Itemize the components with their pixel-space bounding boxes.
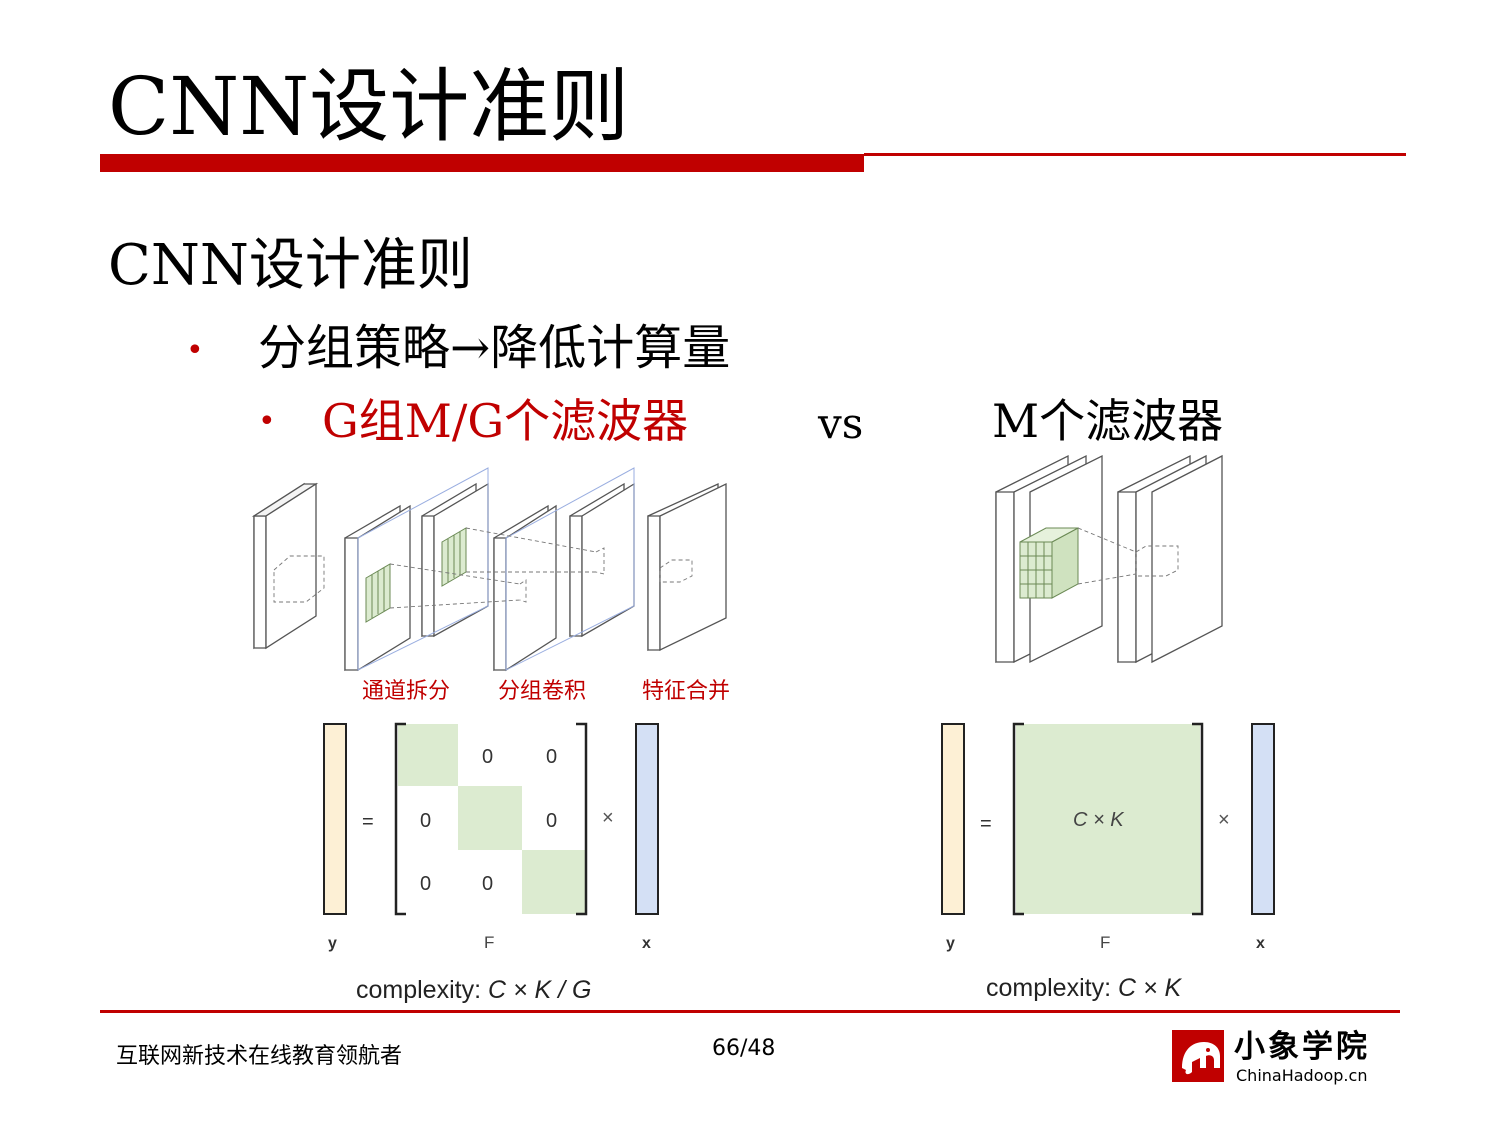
m-filters-label: M个滤波器: [992, 394, 1224, 448]
caption-channel-split: 通道拆分: [362, 679, 451, 704]
bullet-marker: •: [258, 404, 276, 439]
title-underline-thick: [100, 154, 864, 172]
chinahadoop-logo: [1172, 1030, 1224, 1082]
matrix-right-bracket: [576, 722, 588, 916]
footer-tagline: 互联网新技术在线教育领航者: [116, 1044, 403, 1069]
complexity-label: complexity: C × K: [986, 974, 1183, 1002]
multiply-sign: ×: [1218, 809, 1230, 831]
matrix-left-bracket: [1012, 722, 1024, 916]
versus-label: vs: [818, 399, 864, 448]
equals-sign: =: [362, 811, 374, 833]
group-block-2: [458, 786, 522, 850]
matrix-zero: 0: [546, 810, 557, 832]
grouped-convolution-diagram: [251, 467, 727, 672]
standard-convolution-diagram: [995, 454, 1223, 664]
section-heading: CNN设计准则: [108, 233, 473, 298]
group-block-3: [522, 850, 586, 914]
label-y: y: [946, 935, 955, 952]
bullet-grouping-strategy: 分组策略→降低计算量: [258, 320, 731, 376]
label-f: F: [1100, 933, 1110, 952]
logo-chinese-name: 小象学院: [1234, 1029, 1370, 1065]
label-x: x: [642, 935, 651, 952]
matrix-zero: 0: [420, 810, 431, 832]
matrix-zero: 0: [482, 873, 493, 895]
title-underline-thin: [864, 153, 1406, 156]
multiply-sign: ×: [602, 807, 614, 829]
equals-sign: =: [980, 813, 992, 835]
matrix-right-bracket: [1192, 722, 1204, 916]
page-number: 66/48: [712, 1036, 776, 1061]
complexity-label: complexity: C × K / G: [356, 976, 592, 1004]
full-filter-block: [1016, 724, 1200, 914]
label-x: x: [1256, 935, 1265, 952]
caption-group-convolution: 分组卷积: [498, 679, 587, 704]
matrix-zero: 0: [546, 746, 557, 768]
caption-feature-merge: 特征合并: [642, 679, 731, 704]
matrix-center-label: C × K: [1073, 809, 1125, 831]
input-vector-x: [1251, 723, 1275, 915]
output-vector-y: [941, 723, 965, 915]
bullet-marker: •: [186, 333, 204, 368]
footer-divider: [100, 1010, 1400, 1013]
matrix-left-bracket: [394, 722, 406, 916]
input-vector-x: [635, 723, 659, 915]
output-vector-y: [323, 723, 347, 915]
full-matrix-figure: = C × K × y F x complexity: C × K: [941, 722, 1275, 1002]
group-block-1: [398, 724, 458, 786]
logo-domain: ChinaHadoop.cn: [1236, 1066, 1368, 1085]
label-f: F: [484, 933, 494, 952]
bullet-group-filters: G组M/G个滤波器: [322, 394, 689, 448]
label-y: y: [328, 935, 337, 952]
slide-title: CNN设计准则: [108, 60, 630, 153]
matrix-zero: 0: [482, 746, 493, 768]
matrix-zero: 0: [420, 873, 431, 895]
grouped-matrix-figure: = 0 0 0 0 0 0 × y F x complexity: C × K …: [323, 722, 659, 1004]
